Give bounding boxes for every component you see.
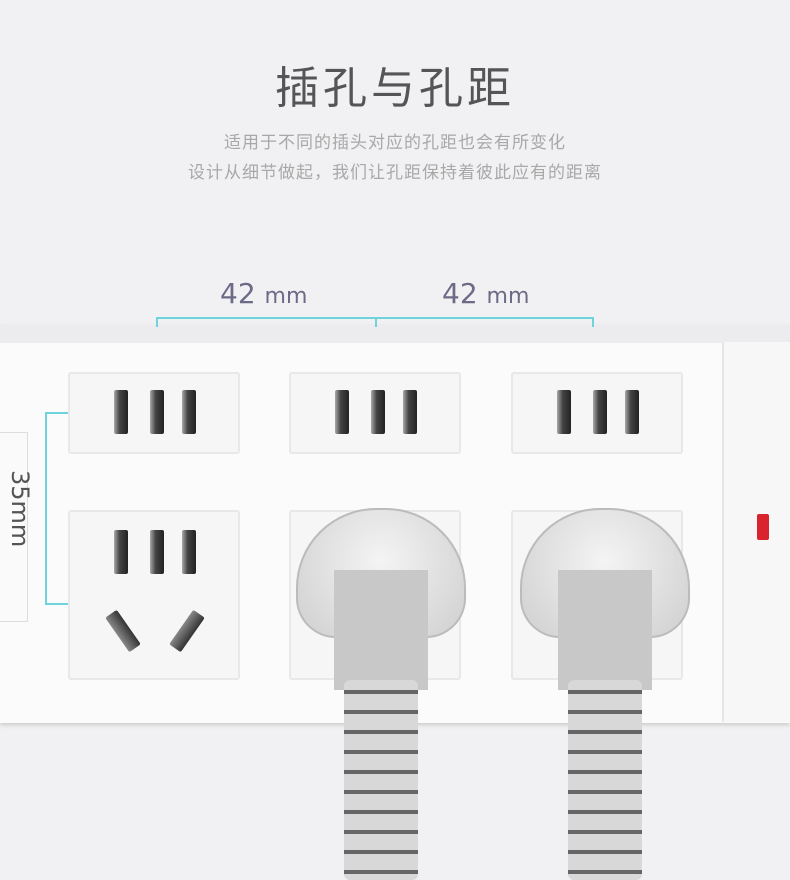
dimension-tick	[592, 317, 594, 327]
strip-end-cap	[722, 342, 790, 722]
dimension-label-1: 42 mm	[220, 277, 308, 310]
dimension-label-2: 42 mm	[442, 277, 530, 310]
plug-1-cord	[344, 680, 418, 880]
dimension-tick	[45, 412, 75, 414]
plug-1-body	[334, 570, 428, 690]
subtitle-line-2: 设计从细节做起，我们让孔距保持着彼此应有的距离	[188, 163, 602, 183]
plug-2-cord	[568, 680, 642, 880]
dimension-line-vertical	[45, 412, 47, 604]
dimension-tick	[156, 317, 158, 327]
socket-top-1[interactable]	[68, 372, 240, 454]
power-switch[interactable]	[0, 432, 28, 622]
dimension-tick	[45, 603, 75, 605]
page-title: 插孔与孔距	[275, 63, 515, 114]
subtitle-line-1: 适用于不同的插头对应的孔距也会有所变化	[224, 133, 566, 153]
socket-bottom-1[interactable]	[68, 510, 240, 680]
socket-top-2[interactable]	[289, 372, 461, 454]
plug-2-body	[558, 570, 652, 690]
row-spacing-label: 35mm	[6, 470, 34, 548]
dimension-tick	[375, 317, 377, 327]
indicator-light	[757, 514, 769, 540]
socket-top-3[interactable]	[511, 372, 683, 454]
